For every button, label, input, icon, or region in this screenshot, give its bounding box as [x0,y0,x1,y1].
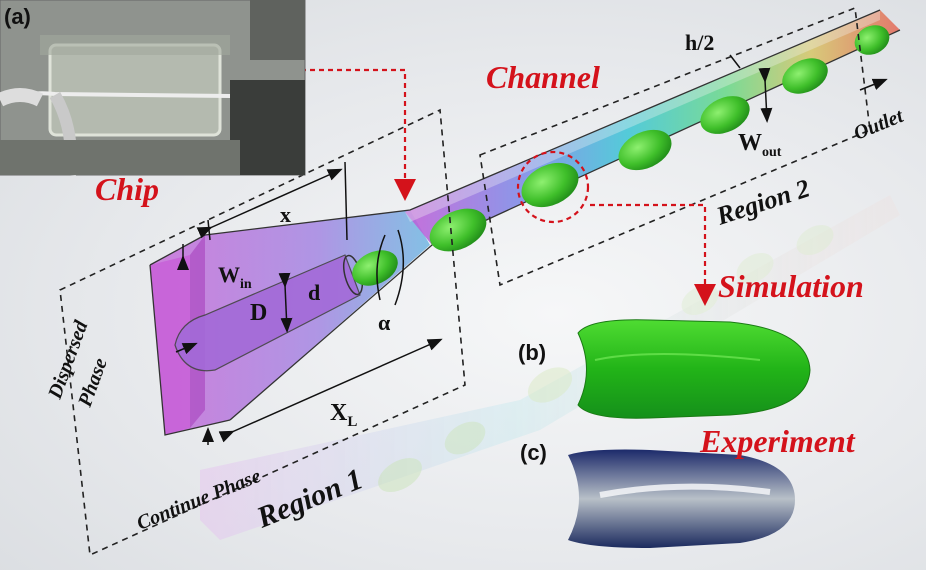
alpha-label: α [378,310,391,335]
glass-chip [48,43,222,137]
simulation-title: Simulation [718,268,864,304]
dimension-lines [175,54,888,445]
region2-box [479,6,871,287]
droplet [700,96,750,134]
channel-title: Channel [486,59,600,95]
d-label: d [308,280,320,305]
droplet [782,58,828,94]
panel-b-label: (b) [518,340,546,365]
outlet-label: Outlet [851,105,908,145]
w-in-label: Win [218,262,252,292]
region2-label: Region 2 [712,173,813,231]
experiment-title: Experiment [699,423,856,459]
droplet [521,162,579,208]
w-out-label: Wout [738,130,782,160]
inlet-block [150,255,190,435]
D-label: D [250,300,267,326]
droplet [352,250,398,286]
chip-title: Chip [95,171,159,207]
dispersed-label-2: Phase [74,355,112,411]
xl-label: XL [330,400,357,430]
experiment-droplet [568,449,795,548]
photo-inset [0,0,306,176]
h2-label: h/2 [685,30,714,55]
droplet [854,25,890,55]
simulation-droplet [577,319,811,419]
droplet-circle [516,150,590,224]
droplets [352,25,890,286]
droplet [618,129,672,171]
panel-c-label: (c) [520,440,547,465]
panel-a-label: (a) [4,4,31,29]
droplet [429,208,487,252]
x-label: x [280,202,291,227]
channel-body [405,10,900,245]
